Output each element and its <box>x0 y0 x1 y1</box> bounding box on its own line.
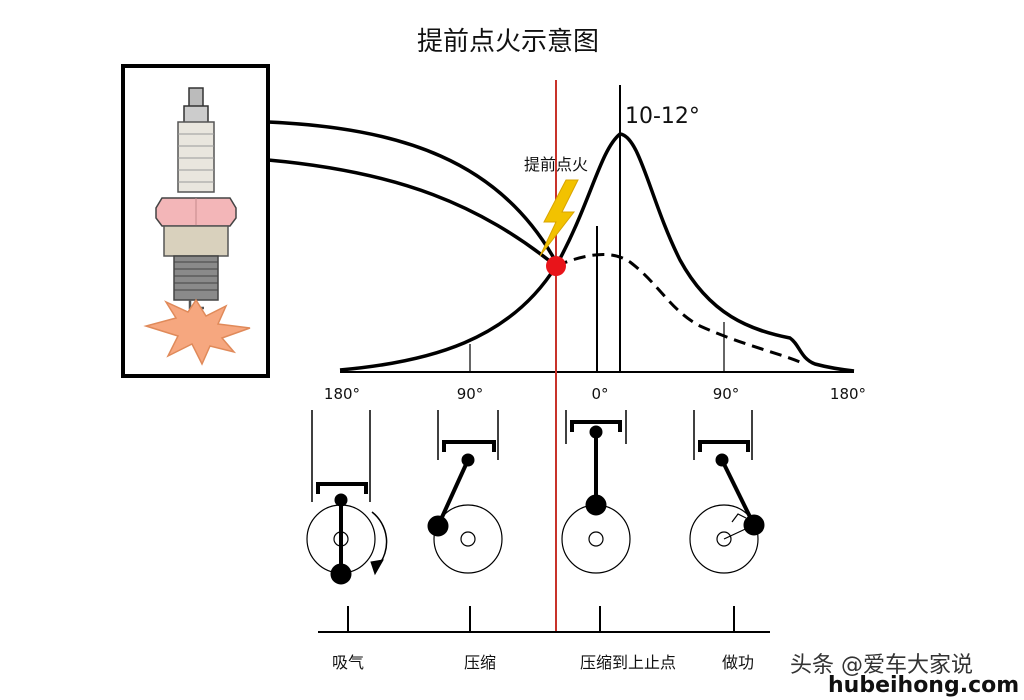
tick-label: 180° <box>324 385 360 403</box>
piston-compression <box>427 410 503 574</box>
tick-label: 0° <box>591 385 608 403</box>
stroke-label-power: 做功 <box>722 653 754 672</box>
stroke-labels: 吸气 压缩 压缩到上止点 做功 <box>332 653 754 672</box>
spark-burst-icon <box>143 298 251 366</box>
piston-intake <box>306 410 388 585</box>
piston-power <box>689 410 765 574</box>
watermark-source: 头条 @爱车大家说 <box>790 653 973 678</box>
crank-angle-ticks: 180° 90° 0° 90° 180° <box>324 385 866 403</box>
stroke-label-intake: 吸气 <box>332 653 364 672</box>
stroke-timeline <box>318 606 770 633</box>
piston-tdc <box>561 410 631 574</box>
tick-label: 90° <box>457 385 484 403</box>
watermark-site: hubeihong.com <box>828 673 1019 698</box>
stroke-label-compression: 压缩 <box>464 653 496 672</box>
pressure-curve-with-ignition <box>339 132 855 373</box>
tick-label: 180° <box>830 385 866 403</box>
spark-plug-inset <box>121 64 270 378</box>
rotation-arrow-icon <box>370 559 384 576</box>
lightning-icon <box>539 179 579 257</box>
peak-angle-label: 10-12° <box>625 104 700 129</box>
diagram-title: 提前点火示意图 <box>417 27 599 57</box>
ignition-point <box>546 256 566 276</box>
stroke-label-tdc: 压缩到上止点 <box>580 653 676 672</box>
pressure-curve-motoring <box>555 252 801 364</box>
tick-label: 90° <box>713 385 740 403</box>
advance-ignition-label: 提前点火 <box>524 155 588 174</box>
callout-lines <box>267 120 558 268</box>
